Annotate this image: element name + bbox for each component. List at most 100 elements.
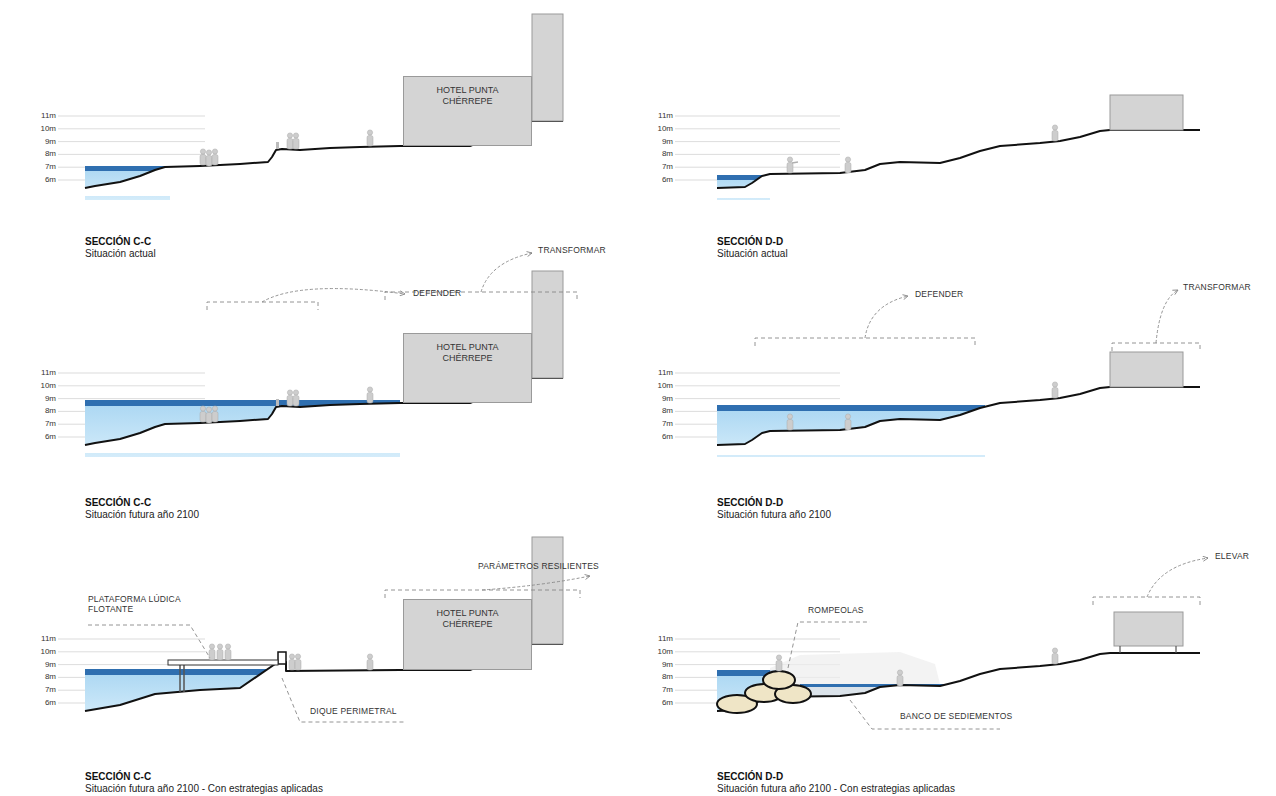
annotation-label: BANCO DE SEDIEMENTOS xyxy=(900,712,1012,722)
hotel-tower xyxy=(532,271,563,378)
level-line xyxy=(58,154,205,155)
curved-arrow xyxy=(262,289,405,302)
level-label: 6m xyxy=(662,175,673,184)
person-figure xyxy=(217,644,223,660)
ground-fill xyxy=(717,130,1200,198)
level-label: 11m xyxy=(658,368,673,377)
dashed-bracket xyxy=(1093,597,1200,605)
hotel-box: HOTEL PUNTA CHÉRREPE xyxy=(403,599,532,670)
level-line xyxy=(58,373,205,374)
annotation-label: TRANSFORMAR xyxy=(538,246,606,256)
section-subtitle: Situación futura año 2100 - Con estrateg… xyxy=(717,783,955,795)
person-figure xyxy=(287,390,293,406)
section-title: SECCIÓN D-D xyxy=(717,236,783,248)
dashed-bracket xyxy=(755,338,975,346)
level-line xyxy=(58,141,205,142)
level-label: 8m xyxy=(45,673,56,682)
ground-fill xyxy=(717,653,1200,722)
level-line xyxy=(675,398,840,399)
level-label: 11m xyxy=(41,368,56,377)
water-surface xyxy=(85,669,286,675)
platform-leg xyxy=(183,665,185,692)
level-label: 10m xyxy=(657,647,673,656)
level-label: 9m xyxy=(662,394,673,403)
annotation-label: ROMPEOLAS xyxy=(808,606,864,616)
ground-line xyxy=(717,653,1200,711)
level-label: 11m xyxy=(41,634,56,643)
curved-arrow xyxy=(1156,290,1178,343)
annotation-label: ELEVAR xyxy=(1215,552,1249,562)
level-label: 8m xyxy=(45,150,56,159)
level-line xyxy=(675,373,840,374)
annotation-label: DIQUE PERIMETRAL xyxy=(310,707,397,717)
person-figure xyxy=(776,655,782,671)
person-figure xyxy=(845,157,851,173)
curved-arrow xyxy=(1147,558,1208,597)
person-figure xyxy=(295,654,301,670)
hotel-name: HOTEL PUNTA CHÉRREPE xyxy=(429,608,507,630)
person-figure xyxy=(200,406,206,422)
dashed-bracket xyxy=(207,302,318,310)
annotations xyxy=(88,253,1208,729)
person-figure xyxy=(200,149,206,165)
level-label: 7m xyxy=(662,163,673,172)
level-label: 9m xyxy=(662,660,673,669)
hotel-box: HOTEL PUNTA CHÉRREPE xyxy=(403,76,532,146)
annotation-label: PARÁMETROS RESILIENTES xyxy=(478,562,599,572)
section-subtitle: Situación actual xyxy=(85,248,156,260)
person-figure xyxy=(293,390,299,406)
level-line xyxy=(58,651,205,652)
level-label: 9m xyxy=(662,137,673,146)
annotation-label: DEFENDER xyxy=(915,290,963,300)
level-line xyxy=(58,128,205,129)
person-figure xyxy=(897,670,903,686)
level-line xyxy=(58,398,205,399)
building-box xyxy=(1110,352,1183,387)
person-figure xyxy=(212,406,218,422)
person-figure xyxy=(367,654,373,670)
level-line xyxy=(675,651,840,652)
curved-arrow xyxy=(865,296,908,338)
person-figure xyxy=(367,387,373,403)
stilt xyxy=(1119,646,1120,653)
annotation-label: DEFENDER xyxy=(413,289,461,299)
annotation-label: PLATAFORMA LÚDICA FLOTANTE xyxy=(88,595,188,615)
level-label: 7m xyxy=(45,163,56,172)
hotel-tower xyxy=(532,537,563,644)
person-figure xyxy=(367,130,373,146)
person-figure xyxy=(787,414,793,430)
person-figure xyxy=(206,407,212,423)
floating-platform xyxy=(168,660,278,665)
section-title: SECCIÓN D-D xyxy=(717,497,783,509)
level-line xyxy=(58,639,205,640)
section-subtitle: Situación futura año 2100 xyxy=(717,509,831,521)
level-label: 9m xyxy=(45,660,56,669)
section-subtitle: Situación futura año 2100 xyxy=(85,509,199,521)
person-figure xyxy=(225,644,231,660)
platform-leg xyxy=(179,665,181,692)
breakwater-rock xyxy=(763,671,795,689)
person-figure xyxy=(1052,648,1058,664)
level-line xyxy=(675,128,840,129)
level-line xyxy=(675,167,840,168)
hotel-tower xyxy=(532,14,563,121)
post xyxy=(276,142,279,149)
level-label: 6m xyxy=(45,432,56,441)
level-label: 7m xyxy=(662,420,673,429)
level-label: 11m xyxy=(658,111,673,120)
person-figure xyxy=(289,654,295,670)
level-label: 7m xyxy=(662,686,673,695)
level-label: 9m xyxy=(45,394,56,403)
building-box xyxy=(1110,95,1183,130)
annotation-label: TRANSFORMAR xyxy=(1183,283,1251,293)
level-label: 10m xyxy=(657,381,673,390)
level-line xyxy=(675,154,840,155)
level-label: 8m xyxy=(662,150,673,159)
person-figure xyxy=(206,150,212,166)
ground-line xyxy=(717,387,1200,445)
leader-line xyxy=(88,625,210,658)
hotel-name: HOTEL PUNTA CHÉRREPE xyxy=(429,342,507,364)
level-label: 8m xyxy=(662,407,673,416)
